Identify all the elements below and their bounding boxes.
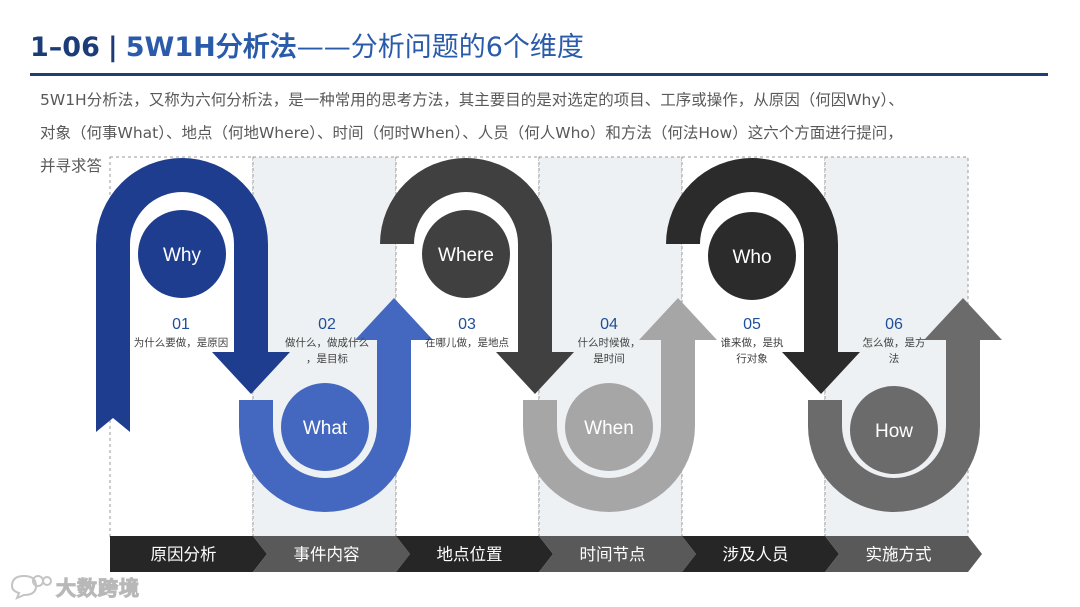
who-ribbon [666, 158, 860, 394]
footer-label-4: 时间节点 [580, 545, 646, 564]
step-desc-06-line1: 怎么做，是方 [863, 336, 926, 349]
step-desc-01-line1: 为什么要做，是原因 [134, 336, 229, 349]
step-number-05: 05 [743, 316, 761, 333]
step-desc-05-line1: 谁来做，是执 [721, 336, 784, 349]
step-number-03: 03 [458, 316, 476, 333]
step-desc-06-line2: 法 [889, 352, 900, 365]
footer-segment-4 [539, 536, 696, 572]
circle-who [708, 212, 796, 300]
footer-segment-3 [396, 536, 553, 572]
step-desc-03-line1: 在哪儿做，是地点 [425, 336, 509, 349]
when-ribbon [523, 298, 717, 512]
footer-label-2: 事件内容 [294, 545, 360, 564]
circle-where [422, 210, 510, 298]
footer-segment-2 [253, 536, 410, 572]
step-desc-04-line1: 什么时候做， [578, 336, 641, 349]
circle-label-why: Why [163, 245, 202, 266]
title-subtitle: ——分析问题的6个维度 [296, 32, 584, 63]
step-number-02: 02 [318, 316, 336, 333]
title-separator: | [107, 32, 118, 63]
circle-why [138, 210, 226, 298]
circle-when [565, 383, 653, 471]
circle-label-what: What [303, 418, 348, 439]
title-underline [30, 73, 1048, 76]
footer-label-3: 地点位置 [437, 545, 503, 564]
intro-line-2: 对象（何事What）、地点（何地Where）、时间（何时When）、人员（何人W… [40, 124, 903, 142]
intro-line-3: 并寻求答 [40, 157, 103, 175]
why-ribbon-tail [96, 244, 130, 432]
watermark: 大数跨境 [8, 570, 140, 602]
step-desc-02-line1: 做什么，做成什么 [285, 336, 369, 349]
why-ribbon [96, 158, 290, 394]
page-title: 1–06|5W1H分析法——分析问题的6个维度 [30, 28, 584, 68]
footer-label-1: 原因分析 [151, 545, 217, 564]
step-desc-04-line2: 是时间 [593, 352, 625, 365]
where-ribbon [380, 158, 574, 394]
step-number-01: 01 [172, 316, 190, 333]
circle-what [281, 383, 369, 471]
circle-label-how: How [875, 421, 913, 442]
step-number-06: 06 [885, 316, 903, 333]
method-name: 5W1H分析法 [125, 32, 297, 63]
circle-label-who: Who [732, 247, 771, 268]
intro-paragraph: 5W1H分析法，又称为六何分析法，是一种常用的思考方法，其主要目的是对选定的项目… [40, 84, 1050, 183]
footer-segment-6 [825, 536, 982, 572]
watermark-text: 大数跨境 [56, 575, 140, 600]
what-ribbon [239, 298, 433, 512]
section-number: 1–06 [30, 32, 100, 63]
footer-segment-1 [110, 536, 267, 572]
how-ribbon [808, 298, 1002, 512]
chat-bubble-logo-icon [10, 574, 52, 600]
footer-segment-5 [682, 536, 839, 572]
step-desc-05-line2: 行对象 [736, 352, 768, 365]
step-desc-02-line2: ，是目标 [306, 353, 348, 365]
circle-how [850, 386, 938, 474]
step-number-04: 04 [600, 316, 618, 333]
circle-label-when: When [584, 418, 634, 439]
footer-label-6: 实施方式 [866, 545, 932, 564]
intro-line-1: 5W1H分析法，又称为六何分析法，是一种常用的思考方法，其主要目的是对选定的项目… [40, 91, 904, 109]
circle-label-where: Where [438, 245, 494, 266]
footer-label-5: 涉及人员 [723, 545, 789, 564]
